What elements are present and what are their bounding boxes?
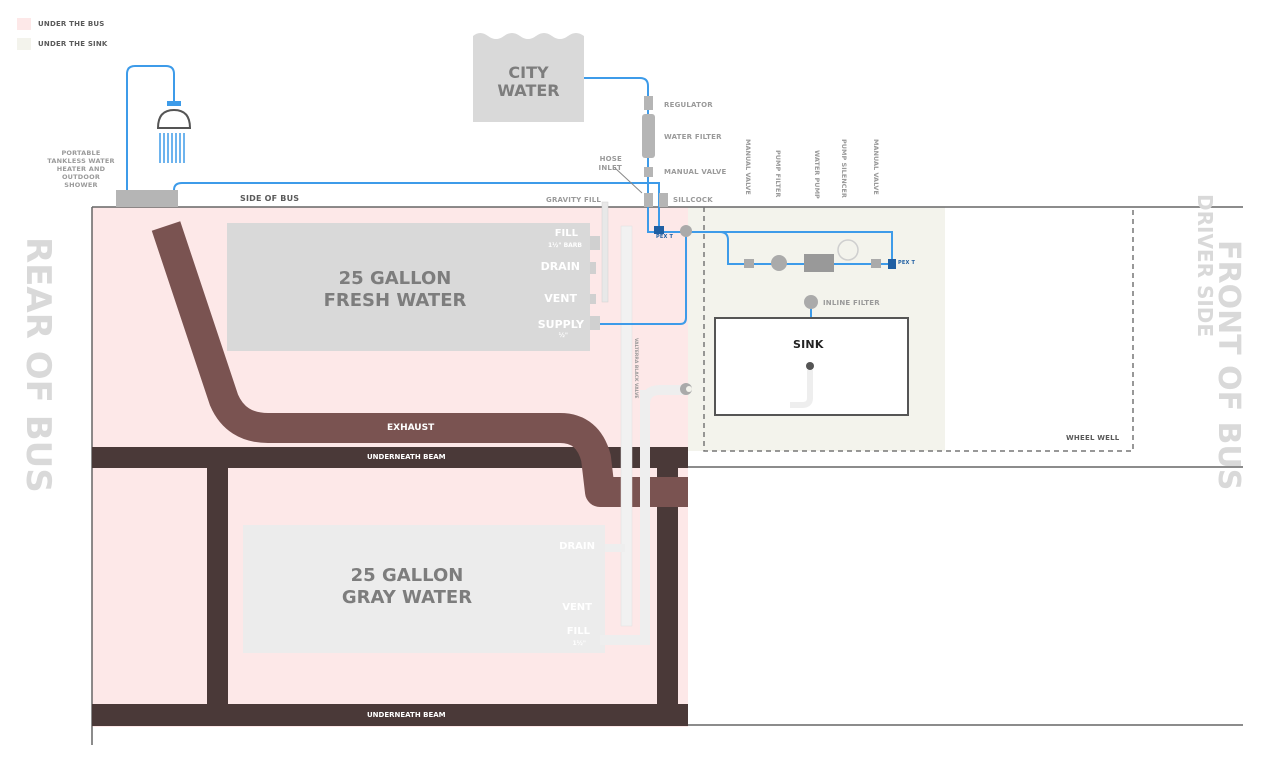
inline-filter [804, 295, 818, 309]
gray-fill-sub: 1½" [572, 640, 586, 647]
fresh-tank-title2: FRESH WATER [323, 290, 467, 311]
wheel-well-label: WHEEL WELL [1066, 434, 1120, 442]
vlabel-water-pump: WATER PUMP [813, 150, 821, 199]
sillcock [644, 193, 653, 207]
exhaust-pipe [151, 221, 688, 507]
fresh-vent-label: VENT [544, 292, 577, 305]
sink-drain-curve [790, 370, 813, 408]
sink-drain-pipe [640, 385, 688, 406]
valterra-label: VALTERRA BLACK VALVE [633, 338, 638, 399]
pex-t-1 [654, 226, 664, 234]
drain-pipe [600, 390, 650, 645]
fresh-drain-label: DRAIN [540, 260, 580, 273]
pump-filter [771, 255, 787, 271]
side-of-bus-label: SIDE OF BUS [240, 194, 300, 203]
fresh-fill-sub: 1½" BARB [547, 242, 582, 249]
gray-vent-label: VENT [562, 602, 592, 613]
vlabel-pump-silencer: PUMP SILENCER [840, 139, 848, 198]
fresh-supply-label: SUPPLY [537, 318, 584, 331]
vlabel-pump-filter: PUMP FILTER [774, 150, 782, 198]
shower-head [156, 108, 192, 129]
rear-of-bus-label: REAR OF BUS [18, 237, 58, 493]
fresh-tank-title: 25 GALLON FRESH WATER [295, 268, 495, 312]
legend-under-sink-label: UNDER THE SINK [38, 40, 108, 48]
exhaust-label: EXHAUST [387, 423, 435, 433]
gray-tank-title: 25 GALLON GRAY WATER [307, 565, 507, 609]
water-filter-label: WATER FILTER [664, 133, 722, 141]
city-water-line2: WATER [497, 81, 560, 100]
drain-fitting [590, 262, 596, 274]
heater-label: PORTABLE TANKLESS WATER HEATER AND OUTDO… [47, 149, 115, 189]
vent-pipe [620, 225, 633, 627]
side-of-bus-line [173, 182, 660, 232]
drain-elbow-hole [686, 386, 692, 392]
pex-to-supply-line [600, 232, 687, 325]
pex-t-2-label: PEX T [898, 260, 916, 266]
gray-water-tank [243, 525, 605, 653]
driver-side-label: DRIVER SIDE [1193, 194, 1217, 338]
manual-valve-top [644, 167, 653, 177]
water-pump [804, 254, 834, 272]
regulator [644, 96, 653, 110]
gravity-fill-label: GRAVITY FILL [546, 196, 602, 204]
shower-connector [167, 101, 181, 106]
pex-t-1-label: PEX T [656, 234, 674, 240]
beam-top-label: UNDERNEATH BEAM [367, 453, 446, 461]
gray-drain-label: DRAIN [559, 541, 595, 552]
pex-t-2 [888, 259, 896, 269]
legend-under-bus-swatch [17, 18, 31, 30]
regulator-label: REGULATOR [664, 101, 713, 109]
fill-fitting [590, 236, 600, 250]
vent-fitting [590, 294, 596, 304]
pump-silencer [837, 239, 859, 261]
fresh-water-tank [227, 223, 590, 351]
underneath-beam-top [92, 447, 688, 468]
fresh-fill-label: FILL [554, 228, 578, 239]
pump-return-line [686, 231, 893, 264]
pex-junction [680, 225, 692, 237]
tankless-heater [116, 190, 178, 207]
sink-label: SINK [793, 338, 824, 351]
beam-bottom-label: UNDERNEATH BEAM [367, 711, 446, 719]
fresh-supply-sub: ½" [558, 332, 568, 339]
hose-inlet-pointer [614, 167, 643, 194]
water-filter [642, 114, 655, 158]
gray-tank-title2: GRAY WATER [341, 587, 473, 608]
city-water-tank [473, 33, 584, 122]
vlabel-manual-valve-1: MANUAL VALVE [744, 139, 752, 195]
shower-line [126, 65, 175, 190]
sink-drain [806, 362, 814, 370]
legend-under-sink-swatch [17, 38, 31, 50]
city-water-line1: CITY [508, 63, 549, 82]
inline-filter-label: INLINE FILTER [823, 299, 880, 307]
vlabel-manual-valve-2: MANUAL VALVE [872, 139, 880, 195]
city-water-label: CITY WATER [473, 64, 584, 100]
hose-inlet-label: HOSE INLET [598, 155, 622, 172]
manual-valve-2 [871, 259, 881, 268]
gray-fill-label: FILL [566, 626, 590, 637]
legend-under-bus-label: UNDER THE BUS [38, 20, 105, 28]
gravity-fill-pipe [601, 201, 609, 303]
wheel-well-outline [703, 207, 1134, 452]
sillcock-2 [659, 193, 668, 207]
underneath-beam-bottom [92, 704, 688, 726]
beam-post-left [207, 467, 228, 705]
supply-fitting [590, 316, 600, 330]
beam-post-right [657, 467, 678, 705]
gray-tank-title1: 25 GALLON [350, 565, 464, 586]
manual-valve-label: MANUAL VALVE [664, 168, 727, 176]
fresh-tank-title1: 25 GALLON [338, 268, 452, 289]
sillcock-label: SILLCOCK [673, 196, 713, 204]
manual-valve-1 [744, 259, 754, 268]
